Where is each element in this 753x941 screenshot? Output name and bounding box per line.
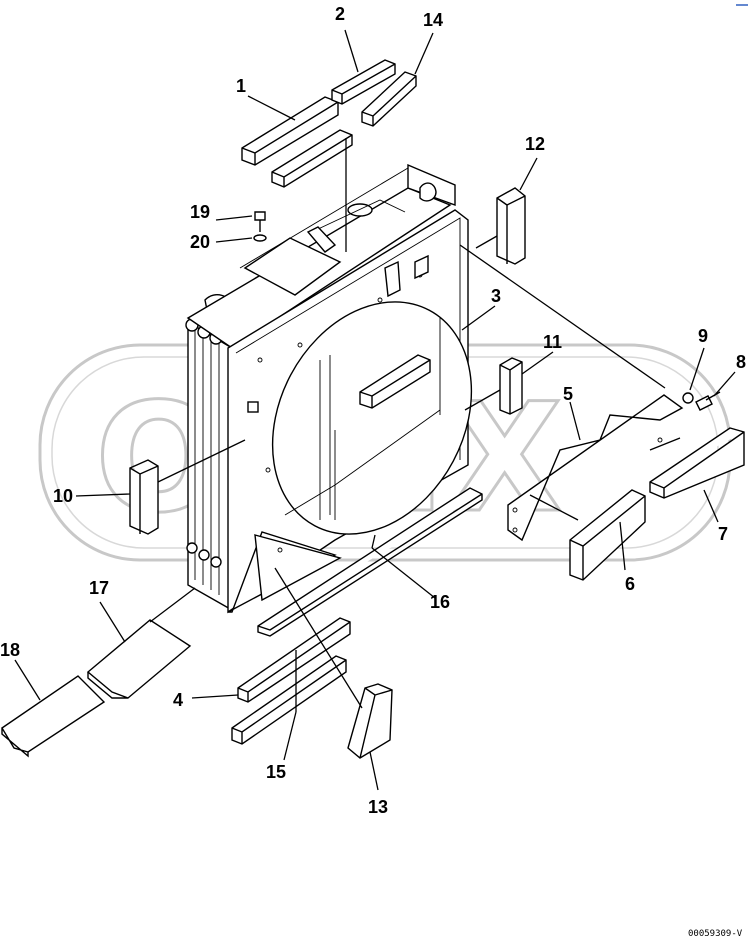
callout-11: 11 [543,332,562,352]
leader-lines [14,29,736,791]
callout-8: 8 [736,352,746,372]
callout-2: 2 [335,4,345,24]
part-1b [271,129,353,188]
callout-15: 15 [266,762,286,782]
part-4 [237,617,351,703]
callout-9: 9 [698,326,708,346]
callout-labels: 1 2 3 4 5 6 7 8 9 10 11 12 13 14 15 16 1… [0,4,746,817]
callout-14: 14 [423,10,443,30]
part-12 [496,187,526,265]
part-3 [359,354,431,409]
callout-12: 12 [525,134,545,154]
callout-6: 6 [625,574,635,594]
callout-5: 5 [563,384,573,404]
part-8 [695,391,721,411]
callout-10: 10 [53,486,73,506]
callout-17: 17 [89,578,109,598]
part-1 [241,96,339,166]
part-18 [1,675,106,758]
callout-7: 7 [718,524,728,544]
part-17 [86,619,192,699]
part-20 [253,234,267,242]
part-11 [499,357,523,415]
part-7 [649,427,745,499]
part-19 [254,211,266,232]
callout-13: 13 [368,797,388,817]
callout-1: 1 [236,76,246,96]
callout-20: 20 [190,232,210,252]
part-5 [507,394,684,542]
part-15 [231,655,347,745]
callout-4: 4 [173,690,183,710]
callout-3: 3 [491,286,501,306]
callout-19: 19 [190,202,210,222]
parts [1,59,745,759]
part-9 [682,392,694,404]
part-14 [361,71,417,127]
part-2 [331,59,396,105]
callout-18: 18 [0,640,20,660]
part-10 [129,459,159,535]
callout-16: 16 [430,592,450,612]
part-16 [257,487,483,637]
part-13 [347,683,393,759]
part-6 [569,489,646,581]
document-number: 00059309-V [688,929,743,939]
